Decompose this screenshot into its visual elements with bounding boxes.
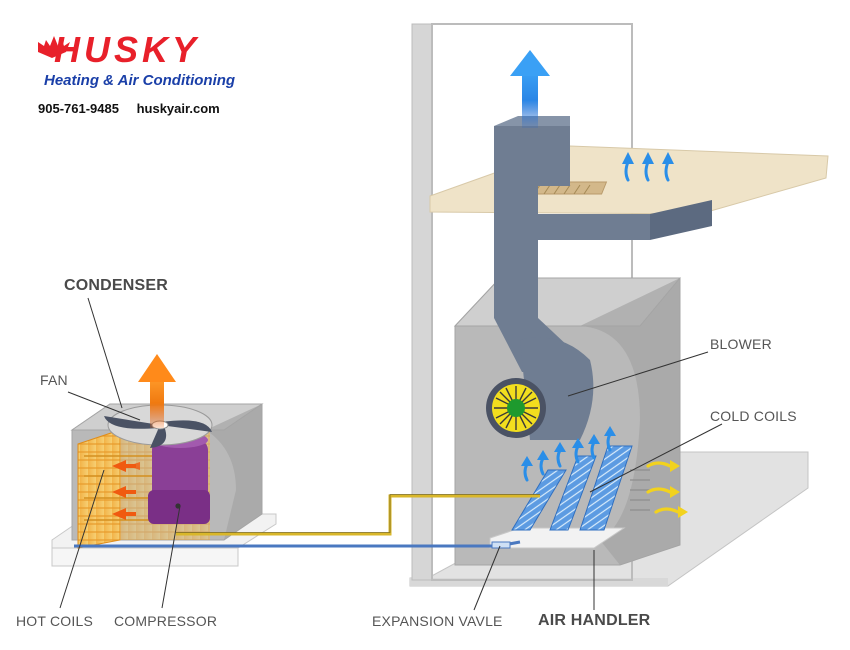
cold-coil-right [579,445,633,531]
supply-air-arrow [510,50,550,128]
cold-coil-mid [549,455,597,531]
intake-grille [630,469,650,511]
label-hot-coils: HOT COILS [16,613,94,629]
contact-info: 905-761-9485 huskyair.com [38,101,220,116]
brand-tagline: Heating & Air Conditioning [44,72,236,89]
leader-lines [59,297,723,611]
label-blower: BLOWER [710,336,772,352]
cabinet-side [580,278,680,565]
maple-leaf-icon [38,36,70,58]
exhaust-air-arrow [138,354,176,428]
cold-coil-left [511,469,567,531]
floor-slab-edge [410,578,668,586]
phone-number: 905-761-9485 [38,101,119,116]
top-duct [494,126,570,186]
return-air-arrows [646,461,680,514]
air-handler-group [409,23,829,587]
label-expansion-valve: EXPANSION VAVLE [372,613,503,629]
hot-air-arrows [112,460,140,520]
label-compressor: COMPRESSOR [114,613,218,629]
website-link[interactable]: huskyair.com [136,101,220,116]
blower-wheel [486,378,546,438]
label-condenser: CONDENSER [64,277,169,294]
branch-duct [538,214,650,240]
brand-name: HUSKY [54,29,201,70]
label-air-handler: AIR HANDLER [538,612,651,629]
vertical-duct [494,186,538,318]
expansion-valve-body [491,541,511,549]
refrigerant-lines [74,494,540,549]
label-fan: FAN [40,372,68,388]
condenser-group [51,354,277,567]
label-cold-coils: COLD COILS [710,408,797,424]
